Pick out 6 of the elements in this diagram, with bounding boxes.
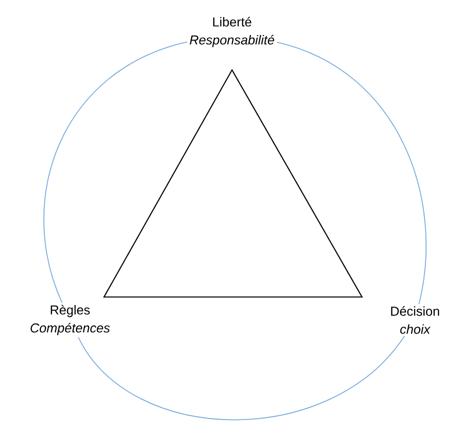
vertex-label: Règles Compétences	[30, 304, 110, 336]
arc-connector	[78, 336, 405, 420]
vertex-label: Liberté Responsabilité	[190, 16, 274, 48]
arc-connector	[276, 42, 426, 304]
vertex-label: Décision choix	[391, 306, 440, 334]
arc-connector	[43, 41, 188, 304]
